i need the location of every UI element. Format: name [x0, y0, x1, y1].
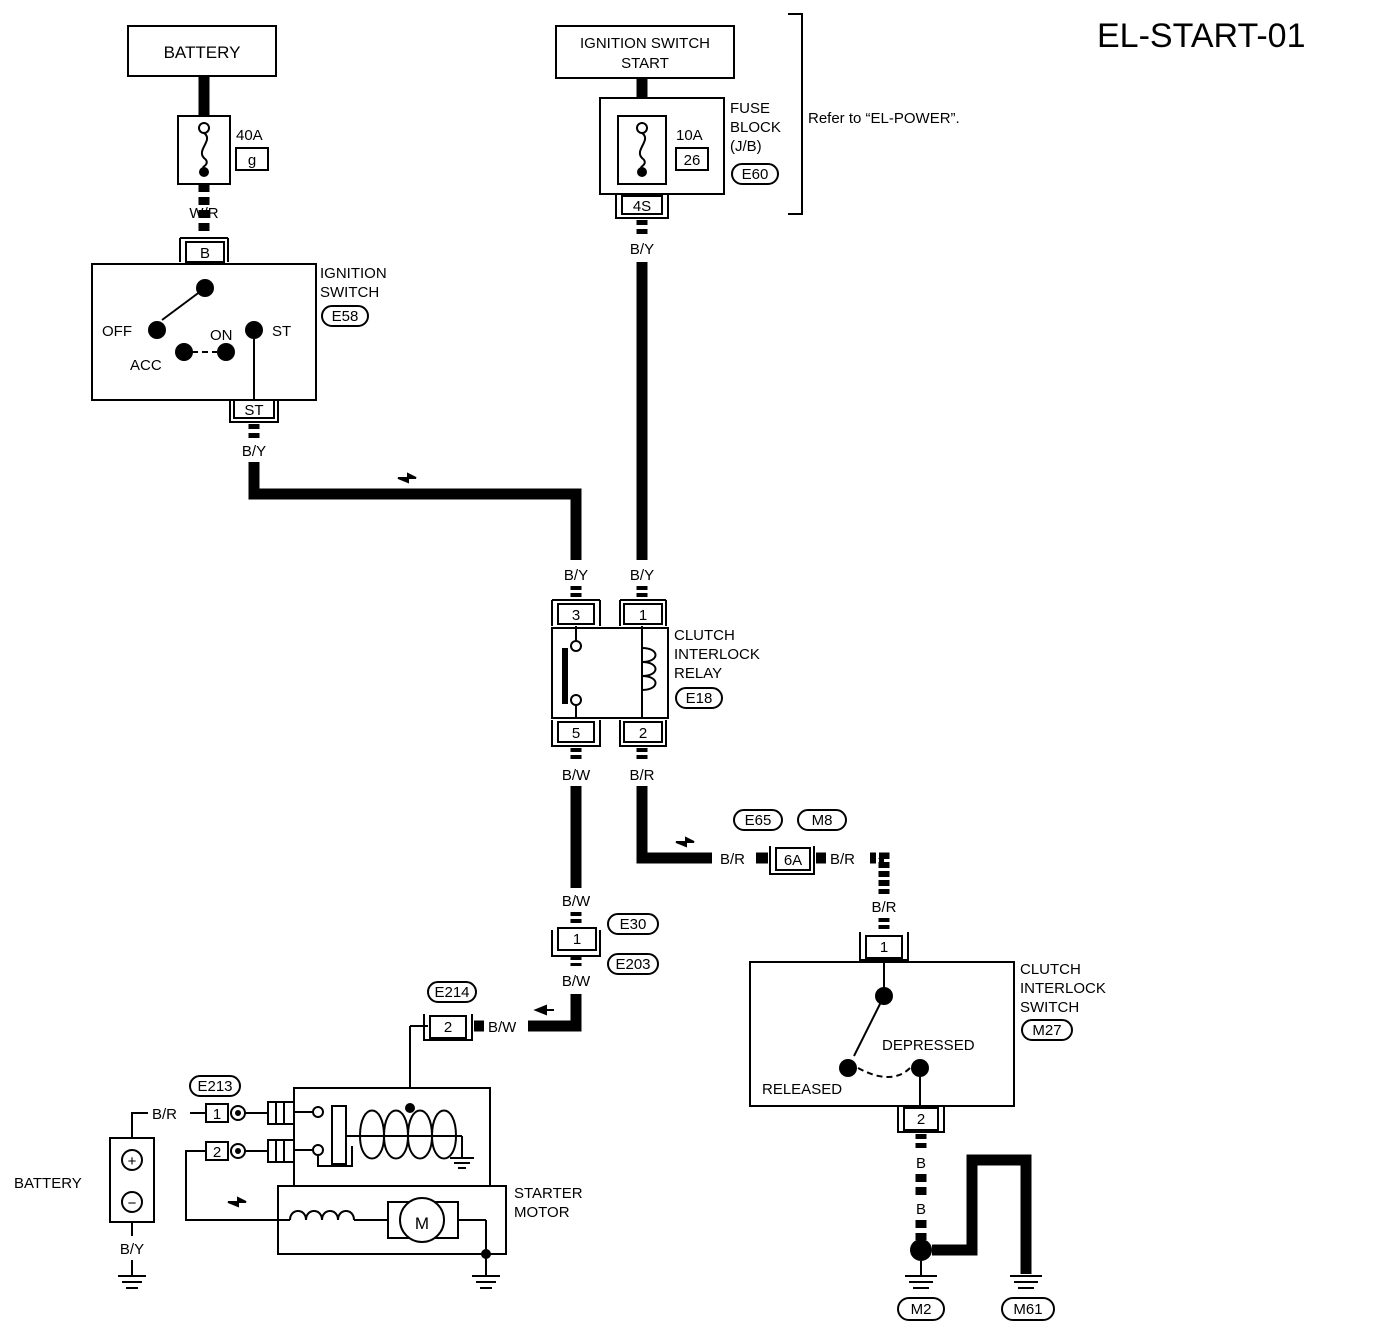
starter-label-1: STARTER [514, 1185, 583, 1202]
starter-label-2: MOTOR [514, 1204, 570, 1221]
relay-connector: E18 [686, 690, 713, 707]
fuse-10a-number: 26 [684, 152, 701, 169]
position-st: ST [272, 323, 291, 340]
wire-label-b-w-2: B/W [562, 893, 591, 910]
wire-label-relay-b-w: B/W [562, 767, 591, 784]
position-off: OFF [102, 323, 132, 340]
connector-e214: E214 [434, 984, 469, 1001]
relay-pin-3: 3 [572, 607, 580, 624]
connector-e203: E203 [615, 956, 650, 973]
connector-e213: E213 [197, 1078, 232, 1095]
connector-e65: E65 [745, 812, 772, 829]
fuse-40a-rating: 40A [236, 127, 263, 144]
battery-top-label: BATTERY [164, 43, 241, 62]
relay-pin-2: 2 [639, 725, 647, 742]
wire-label-b-2: B [916, 1201, 926, 1218]
joint-e30-e203: 1 E30 E203 [551, 913, 659, 975]
starter-pin-2: 2 [444, 1019, 452, 1036]
fuse-block-pin: 4S [633, 198, 651, 215]
ignition-switch: B OFF ACC ON ST ST IGNITION SWITCH E58 [91, 237, 387, 423]
relay-label-3: RELAY [674, 665, 722, 682]
fuse-block-label-2: BLOCK [730, 119, 781, 136]
switch-label-3: SWITCH [1020, 999, 1079, 1016]
e213-pin-1: 1 [213, 1106, 221, 1123]
relay-pin-1: 1 [639, 607, 647, 624]
ground-m61: M61 [1013, 1301, 1042, 1318]
battery-plus: + [128, 1153, 137, 1170]
wire-label-b-w-3: B/W [562, 973, 591, 990]
fuse-block: 10A 26 4S FUSE BLOCK (J/B) E60 [599, 97, 781, 219]
wire-label-b-4: B [1021, 1201, 1031, 1218]
battery-top-block: BATTERY [127, 25, 277, 77]
fuse-40a-number: g [248, 152, 256, 169]
position-acc: ACC [130, 357, 162, 374]
wire-label-b-w-4: B/W [488, 1019, 517, 1036]
relay-pin-5: 5 [572, 725, 580, 742]
joint-1-label: 1 [573, 931, 581, 948]
fuse-block-label-3: (J/B) [730, 138, 762, 155]
wire-label-fuse-b-y: B/Y [630, 241, 654, 258]
connector-e30: E30 [620, 916, 647, 933]
diagram-title: EL-START-01 [1097, 17, 1305, 55]
connector-m8: M8 [812, 812, 833, 829]
relay-wire-b-y-left: B/Y [564, 567, 588, 584]
battery-bottom-label: BATTERY [14, 1175, 82, 1192]
ign-start-label-2: START [621, 55, 669, 72]
e213-pin-2: 2 [213, 1144, 221, 1161]
relay-label-2: INTERLOCK [674, 646, 760, 663]
connector-e213-group: E213 1 2 [189, 1075, 246, 1161]
switch-pin-2: 2 [917, 1111, 925, 1128]
joint-6a: E65 M8 6A [733, 809, 847, 875]
starter-motor: M STARTER MOTOR [267, 1087, 583, 1259]
wire-label-ign-b-y: B/Y [242, 443, 266, 460]
fuse-40a: 40A g [177, 115, 269, 185]
ignition-switch-label-1: IGNITION [320, 265, 387, 282]
ground-m2: M2 [911, 1301, 932, 1318]
fuse-block-connector: E60 [742, 166, 769, 183]
relay-label-1: CLUTCH [674, 627, 735, 644]
fuse-10a-rating: 10A [676, 127, 703, 144]
joint-6a-label: 6A [784, 852, 802, 869]
clutch-interlock-relay: B/Y B/Y 3 1 5 2 CLUTCH INTERLOCK RELAY E… [551, 567, 760, 747]
wire-label-battery-b-y: B/Y [120, 1241, 144, 1258]
position-on: ON [210, 327, 233, 344]
battery-minus: − [128, 1195, 137, 1212]
wire-label-b-r-right: B/R [830, 851, 855, 868]
wire-label-b-1: B [916, 1155, 926, 1172]
switch-pin-1: 1 [880, 939, 888, 956]
battery-bottom: + − BATTERY [14, 1137, 155, 1223]
wire-label-b-r-left: B/R [720, 851, 745, 868]
switch-connector: M27 [1032, 1022, 1061, 1039]
switch-label-1: CLUTCH [1020, 961, 1081, 978]
ign-start-label-1: IGNITION SWITCH [580, 35, 710, 52]
wire-label-w-r: W/R [189, 205, 218, 222]
wire-label-b-3: B [967, 1201, 977, 1218]
clutch-interlock-switch: 1 DEPRESSED RELEASED 2 CLUTCH INTERLOCK … [749, 932, 1106, 1133]
wire-label-b-r-switch: B/R [871, 899, 896, 916]
motor-symbol: M [415, 1214, 429, 1233]
fuse-block-label-1: FUSE [730, 100, 770, 117]
ignition-switch-label-2: SWITCH [320, 284, 379, 301]
connector-e214-group: E214 2 [423, 981, 477, 1041]
switch-depressed: DEPRESSED [882, 1037, 975, 1054]
ignition-pin-st: ST [244, 402, 263, 419]
ignition-switch-connector: E58 [332, 308, 359, 325]
ignition-switch-start: IGNITION SWITCH START [555, 25, 735, 79]
wire-label-relay-b-r: B/R [629, 767, 654, 784]
wire-label-battery-b-r: B/R [152, 1106, 177, 1123]
switch-label-2: INTERLOCK [1020, 980, 1106, 997]
relay-wire-b-y-right: B/Y [630, 567, 654, 584]
switch-released: RELEASED [762, 1081, 842, 1098]
ignition-pin-b: B [200, 245, 210, 262]
refer-note: Refer to “EL-POWER”. [808, 110, 960, 127]
